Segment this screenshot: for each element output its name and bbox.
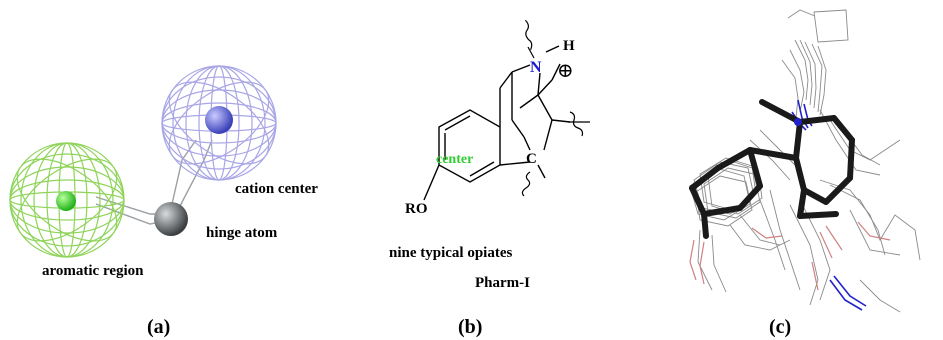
label-nine-opiates: nine typical opiates [389, 245, 513, 261]
wavy-bonds [521, 19, 590, 197]
hinge-atom [154, 202, 188, 236]
label-aromatic-region: aromatic region [42, 263, 144, 279]
label-center: center [436, 152, 473, 167]
n-h-bond [545, 45, 560, 53]
caption-a: (a) [147, 316, 170, 338]
opiate-skeleton [423, 63, 571, 201]
cation-center-sphere [161, 65, 277, 181]
label-ro: RO [405, 201, 428, 217]
atom-nitrogen: N [530, 59, 542, 76]
bold-reference-molecule [689, 99, 855, 239]
atom-carbon: C [526, 151, 537, 167]
label-cation-center: cation center [235, 181, 318, 197]
overlay-thin-structures [689, 9, 921, 313]
positive-charge: ⊕ [557, 60, 574, 82]
panel-a: cation center hinge atom aromatic region… [9, 65, 318, 338]
cation-center-atom [205, 106, 233, 134]
caption-c: (c) [769, 316, 791, 338]
bold-nitrogen-atom [794, 118, 802, 126]
panel-b: N H ⊕ C center RO nine typical opiates P… [389, 19, 590, 338]
label-hinge-atom: hinge atom [206, 225, 278, 241]
caption-b: (b) [458, 316, 482, 338]
aromatic-center-atom [56, 191, 76, 211]
atom-hydrogen: H [563, 38, 575, 54]
panel-c: (c) [689, 9, 921, 338]
label-pharm-i: Pharm-I [475, 275, 530, 291]
overlay-oxygen-bonds [689, 221, 891, 291]
